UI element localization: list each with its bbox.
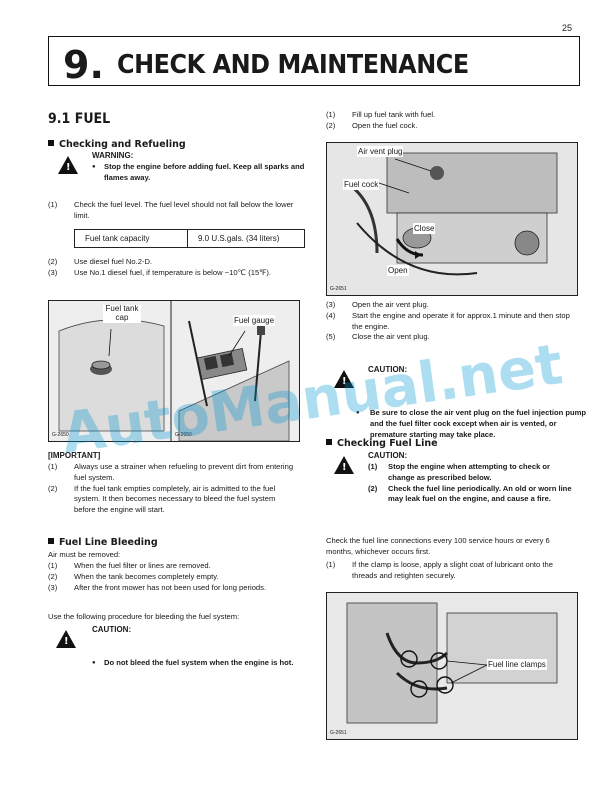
fuel-line-heading: Checking Fuel Line [326, 437, 438, 450]
bleeding-intro: Air must be removed: [48, 550, 121, 559]
bleeding-list: (1)When the fuel filter or lines are rem… [48, 561, 298, 593]
caution-text: Do not bleed the fuel system when the en… [92, 658, 310, 669]
fuel-line-body: Check the fuel line connections every 10… [326, 536, 550, 556]
callout-air-vent-plug: Air vent plug [357, 146, 404, 158]
checking-refueling-heading: Checking and Refueling [48, 138, 186, 151]
refuel-steps-1: (1)Check the fuel level. The fuel level … [48, 200, 298, 222]
important-list: (1)Always use a strainer when refueling … [48, 462, 298, 516]
square-bullet-icon [326, 439, 332, 445]
caution-text: Be sure to close the air vent plug on th… [356, 408, 592, 440]
list-item: (2)Check the fuel line periodically. An … [368, 483, 572, 504]
callout-fuel-gauge: Fuel gauge [233, 315, 276, 327]
figure-code: G-2651 [330, 730, 347, 736]
list-item: (3)Open the air vent plug. [326, 300, 429, 309]
list-item: (3)After the front mower has not been us… [48, 582, 267, 592]
figure-code: G-2651 [330, 286, 347, 292]
list-item: (2)When the tank becomes completely empt… [48, 571, 219, 581]
callout-fuel-cock: Fuel cock [343, 179, 380, 191]
fuel-line-caution-list: (1)Stop the engine when attempting to ch… [368, 462, 578, 505]
section-title: 9.1 FUEL [48, 111, 111, 127]
list-item: (5)Close the air vent plug. [326, 332, 430, 342]
bleeding-heading: Fuel Line Bleeding [48, 536, 158, 549]
refuel-steps-2: (2)Use diesel fuel No.2-D. (3)Use No.1 d… [48, 257, 298, 279]
list-item: (2)Open the fuel cock. [326, 120, 418, 130]
list-item: (1)When the fuel filter or lines are rem… [48, 561, 211, 570]
figure-code: G-2650 [52, 432, 69, 438]
callout-fuel-tank-cap: Fuel tank cap [103, 304, 141, 323]
fuel-line-steps: (1)If the clamp is loose, apply a slight… [326, 560, 578, 582]
important-label: [IMPORTANT] [48, 451, 101, 460]
figure-air-vent: Air vent plug Fuel cock Close Open G-265… [326, 142, 578, 296]
spec-value: 9.0 U.S.gals. (34 liters) [187, 228, 305, 249]
square-bullet-icon [48, 140, 54, 146]
warning-text: Stop the engine before adding fuel. Keep… [92, 162, 310, 184]
page-number: 25 [561, 23, 572, 33]
list-item: (1)Check the fuel level. The fuel level … [48, 200, 294, 220]
callout-fuel-line-clamps: Fuel line clamps [487, 659, 547, 671]
caution-icon [334, 456, 354, 475]
list-item: (3)Use No.1 diesel fuel, if temperature … [48, 267, 272, 277]
chapter-title: CHECK AND MAINTENANCE [117, 50, 469, 80]
chapter-number: 9. [63, 43, 104, 87]
list-item: (1)Stop the engine when attempting to ch… [368, 462, 551, 482]
caution-label: CAUTION: [92, 625, 132, 634]
chapter-header: 9. CHECK AND MAINTENANCE [48, 36, 580, 87]
list-item: (1)If the clamp is loose, apply a slight… [326, 560, 553, 580]
list-item: (1)Always use a strainer when refueling … [48, 462, 294, 482]
bleeding-procedure: Use the following procedure for bleeding… [48, 612, 240, 621]
fuel-tank-illustration [49, 301, 299, 441]
figure-code: G-2650 [175, 432, 192, 438]
list-item: (2)Use diesel fuel No.2-D. [48, 257, 153, 266]
caution-icon [56, 630, 76, 649]
square-bullet-icon [48, 538, 54, 544]
warning-icon [58, 156, 78, 175]
caution-label: CAUTION: [368, 365, 408, 374]
list-item: (4)Start the engine and operate it for a… [326, 310, 570, 331]
list-item: (1)Fill up fuel tank with fuel. [326, 110, 436, 119]
engine-illustration [327, 143, 577, 295]
fuel-capacity-table: Fuel tank capacity 9.0 U.S.gals. (34 lit… [74, 228, 305, 249]
warning-label: WARNING: [92, 151, 134, 160]
list-item: (2)If the fuel tank empties completely, … [48, 483, 276, 515]
right-steps-top: (1)Fill up fuel tank with fuel. (2)Open … [326, 110, 576, 132]
callout-open: Open [387, 265, 409, 277]
caution-icon [334, 370, 354, 389]
spec-label: Fuel tank capacity [74, 228, 188, 249]
figure-fuel-line-clamps: Fuel line clamps G-2651 [326, 592, 578, 740]
callout-close: Close [413, 223, 436, 235]
right-steps-mid: (3)Open the air vent plug. (4)Start the … [326, 300, 578, 343]
caution-label: CAUTION: [368, 451, 408, 460]
figure-fuel-tank: Fuel tank cap Fuel gauge G-2650 G-2650 [48, 300, 300, 442]
